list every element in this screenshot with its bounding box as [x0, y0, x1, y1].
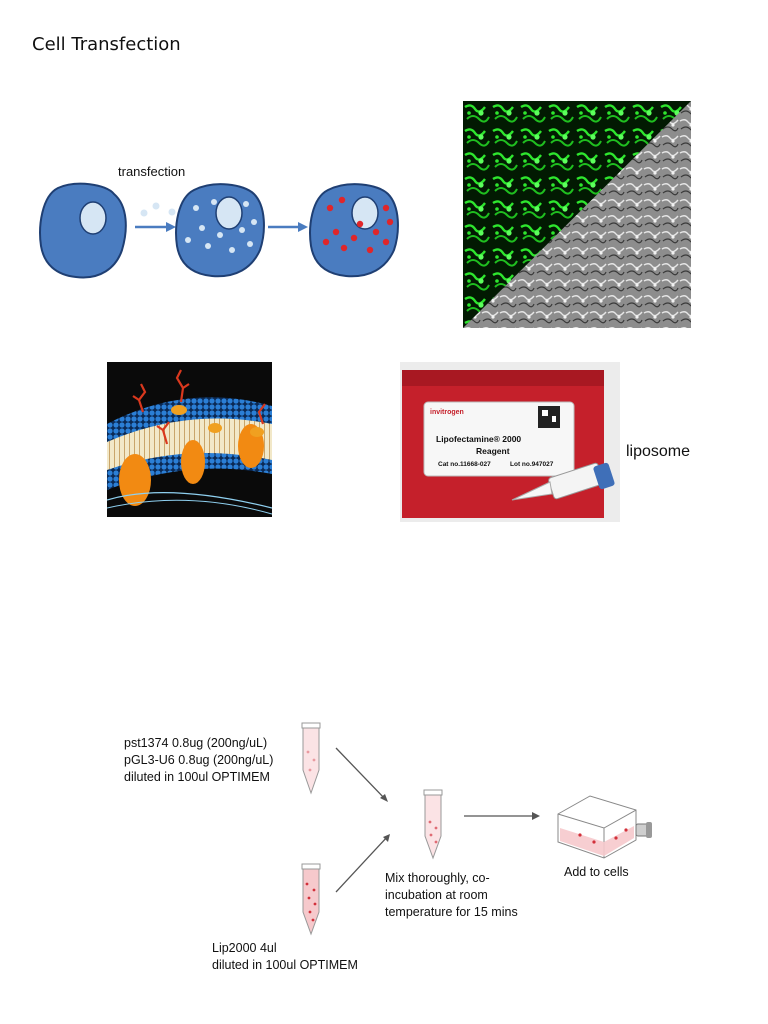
product-name-1: Lipofectamine® 2000	[436, 434, 521, 444]
mix-line: incubation at room	[385, 888, 488, 902]
tube1-line: diluted in 100ul OPTIMEM	[124, 770, 270, 784]
fluorescence-microscopy-image	[463, 101, 691, 328]
tube1-line: pGL3-U6 0.8ug (200ng/uL)	[124, 753, 274, 767]
tube2-description: Lip2000 4ul diluted in 100ul OPTIMEM	[212, 940, 358, 974]
arrow-2	[298, 222, 308, 232]
culture-flask-icon	[557, 795, 652, 859]
arrow-out	[532, 812, 540, 820]
protocol-diagram	[301, 722, 652, 936]
brand-text: invitrogen	[430, 409, 464, 416]
mix-tube-icon	[423, 789, 443, 860]
tube1-line: pst1374 0.8ug (200ng/uL)	[124, 736, 268, 750]
nucleus	[79, 201, 107, 235]
arrow-in-2	[383, 834, 390, 842]
mix-line: Mix thoroughly, co-	[385, 871, 490, 885]
add-to-cells-label: Add to cells	[564, 865, 629, 879]
page-title: Cell Transfection	[32, 34, 181, 55]
transfected-cell	[309, 183, 399, 278]
liposome-label: liposome	[626, 443, 691, 460]
transfection-label: transfection	[118, 164, 186, 179]
product-name-2: Reagent	[476, 446, 510, 456]
arrow-in-1	[380, 794, 388, 802]
mix-description: Mix thoroughly, co- incubation at room t…	[385, 870, 518, 921]
untreated-cell	[39, 182, 127, 279]
tube1-description: pst1374 0.8ug (200ng/uL) pGL3-U6 0.8ug (…	[124, 735, 273, 786]
tube2-icon	[301, 863, 321, 936]
cat-no: Cat no.11668-027	[438, 461, 491, 468]
lipofectamine-product-photo: invitrogen Lipofectamine® 2000 Reagent C…	[400, 362, 620, 522]
transfecting-cell	[175, 183, 265, 278]
lipid-bilayer-illustration	[107, 362, 272, 517]
tube2-line: diluted in 100ul OPTIMEM	[212, 958, 358, 972]
mix-line: temperature for 15 mins	[385, 905, 518, 919]
lot-no: Lot no.947027	[510, 461, 554, 468]
reagent-vial	[511, 462, 615, 501]
tube2-line: Lip2000 4ul	[212, 941, 277, 955]
tube1-icon	[301, 722, 321, 795]
arrow-1	[166, 222, 176, 232]
transfection-diagram	[39, 182, 399, 279]
